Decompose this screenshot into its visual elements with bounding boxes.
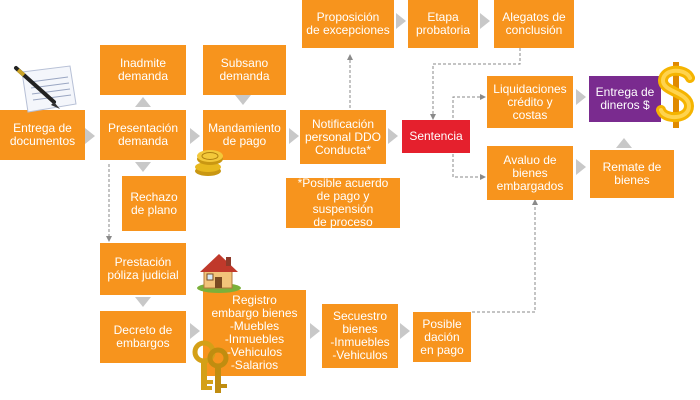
node-avaluo-bienes: Avaluo de bienes embargados — [487, 146, 573, 200]
node-notificacion: Notificación personal DDO Conducta* — [300, 110, 386, 164]
arrow-down — [135, 162, 151, 172]
arrow-down — [135, 297, 151, 307]
arrow-right — [85, 128, 95, 144]
node-entrega-documentos: Entrega de documentos — [0, 110, 85, 160]
node-etapa-probatoria: Etapa probatoria — [408, 0, 478, 48]
node-sentencia: Sentencia — [402, 120, 470, 153]
node-liquidaciones: Liquidaciones crédito y costas — [487, 76, 573, 128]
node-inadmite-demanda: Inadmite demanda — [100, 45, 186, 95]
arrow-right — [480, 13, 490, 29]
arrow-right — [396, 13, 406, 29]
arrow-right — [289, 128, 299, 144]
arrowhead — [106, 236, 112, 242]
arrow-right — [190, 323, 200, 339]
arrow-right — [576, 89, 586, 105]
dashed-connector — [452, 96, 482, 118]
node-entrega-dineros: Entrega de dineros $ — [589, 76, 661, 122]
coins-icon — [195, 150, 223, 176]
node-remate-bienes: Remate de bienes — [590, 150, 674, 198]
arrow-right — [310, 323, 320, 339]
arrow-right — [190, 128, 200, 144]
document-pen-icon — [14, 65, 77, 113]
arrow-up — [616, 138, 632, 148]
arrow-right — [400, 323, 410, 339]
node-presentacion-demanda: Presentación demanda — [100, 110, 186, 160]
house-icon — [197, 254, 241, 293]
arrow-up — [135, 97, 151, 107]
arrowhead — [480, 174, 486, 180]
arrow-right — [576, 159, 586, 175]
node-mandamiento-pago: Mandamiento de pago — [203, 110, 286, 160]
node-registro-embargo: Registro embargo bienes -Muebles -Inmueb… — [203, 290, 306, 376]
keys-icon — [192, 340, 229, 393]
arrow-down — [235, 95, 251, 105]
node-secuestro-bienes: Secuestro bienes -Inmuebles -Vehiculos — [322, 304, 398, 368]
node-alegatos-conclusion: Alegatos de conclusión — [494, 0, 574, 48]
dollar-sign-icon — [656, 62, 695, 128]
node-decreto-embargos: Decreto de embargos — [100, 311, 186, 363]
node-proposicion-excepciones: Proposición de excepciones — [302, 0, 394, 48]
arrow-right — [388, 128, 398, 144]
node-prestacion-poliza: Prestación póliza judicial — [100, 243, 186, 295]
dashed-connector — [452, 154, 482, 178]
node-subsano-demanda: Subsano demanda — [203, 45, 286, 95]
node-rechazo-plano: Rechazo de plano — [122, 176, 186, 231]
node-posible-acuerdo: *Posible acuerdo de pago y suspensión de… — [286, 177, 400, 229]
arrowhead — [347, 54, 353, 60]
node-posible-dacion: Posible dación en pago — [413, 312, 471, 362]
arrowhead — [480, 94, 486, 100]
dashed-connector — [472, 202, 536, 313]
